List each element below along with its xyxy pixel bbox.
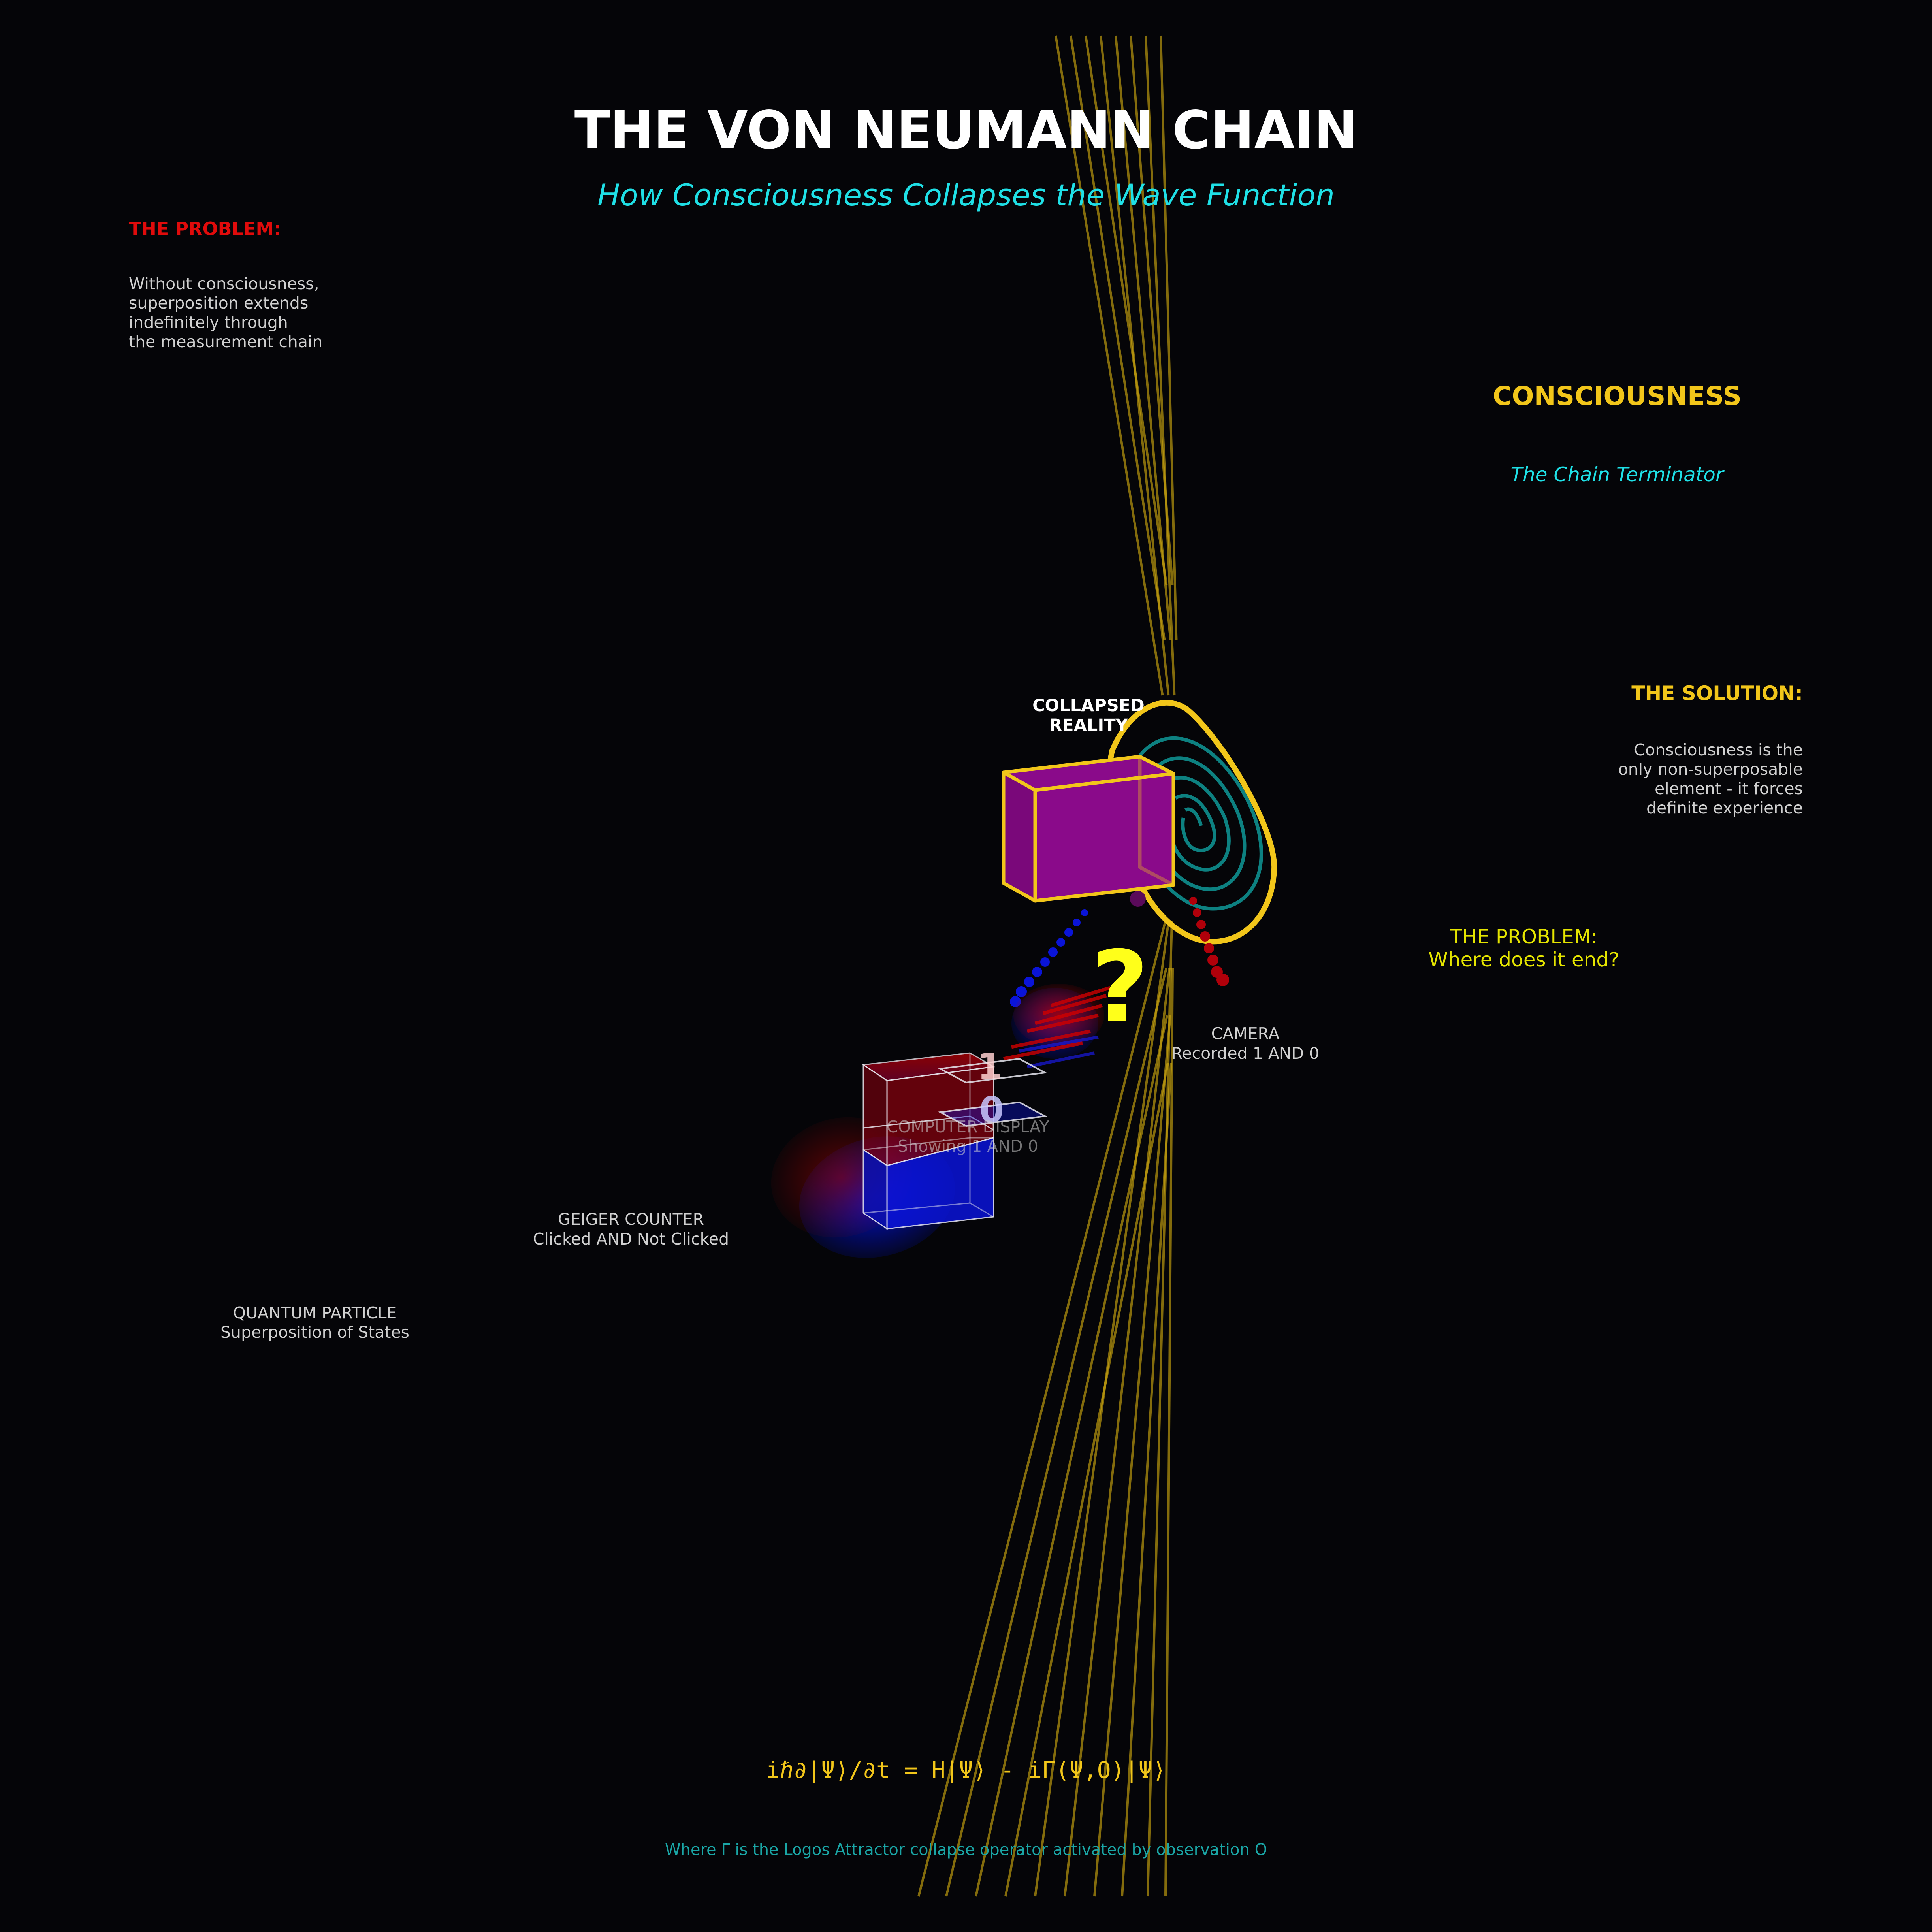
computer-display-line: COMPUTER DISPLAY [887, 1117, 1050, 1136]
geiger-line: GEIGER COUNTER [558, 1210, 704, 1229]
light-ray [1115, 35, 1172, 640]
light-ray [1164, 968, 1174, 1897]
solution-line: only non-superposable [1618, 760, 1803, 779]
solution-line: element - it forces [1655, 779, 1803, 798]
light-ray [1070, 35, 1166, 640]
light-ray [1004, 1062, 1169, 1897]
camera-line: CAMERA [1211, 1024, 1280, 1043]
problem-right-line: THE PROBLEM: [1450, 925, 1598, 948]
solution-line: Consciousness is the [1634, 740, 1803, 759]
geiger-label: GEIGER COUNTER Clicked AND Not Clicked [533, 1210, 729, 1248]
camera-line: Recorded 1 AND 0 [1171, 1044, 1319, 1063]
light-ray [1064, 968, 1171, 1897]
light-ray [917, 920, 1167, 1897]
solution-line: definite experience [1646, 798, 1803, 817]
problem-left-heading: THE PROBLEM: [129, 218, 281, 239]
light-rays [917, 35, 1178, 1897]
computer-display-line: Showing 1 AND 0 [898, 1137, 1038, 1156]
particle-label: QUANTUM PARTICLE Superposition of States [220, 1303, 409, 1342]
equation: iℏ∂|Ψ⟩/∂t = H|Ψ⟩ - iΓ(Ψ,O)|Ψ⟩ [766, 1757, 1166, 1783]
geiger-line: Clicked AND Not Clicked [533, 1230, 729, 1248]
collapsed-reality-line: REALITY [1049, 716, 1128, 735]
computer-display-box [861, 1052, 1048, 1230]
light-ray [1145, 35, 1176, 696]
light-ray [945, 968, 1167, 1897]
light-ray [1100, 35, 1170, 696]
consciousness-sublabel: The Chain Terminator [1511, 463, 1725, 486]
light-ray [1034, 920, 1170, 1897]
display-digit-zero: 0 [979, 1089, 1004, 1131]
computer-display-label: COMPUTER DISPLAY Showing 1 AND 0 [887, 1117, 1050, 1156]
light-ray [1147, 920, 1173, 1897]
problem-right-text: THE PROBLEM: Where does it end? [1428, 925, 1619, 971]
problem-left-line: the measurement chain [129, 332, 322, 351]
problem-left-line: Without consciousness, [129, 274, 319, 293]
collapsed-reality-label: COLLAPSED REALITY [1032, 696, 1145, 735]
camera-label: CAMERA Recorded 1 AND 0 [1171, 1024, 1319, 1063]
purple-particle [1130, 891, 1146, 907]
consciousness-label: CONSCIOUSNESS [1493, 381, 1742, 411]
solution-text: Consciousness is the only non-superposab… [1618, 740, 1803, 817]
solution-heading: THE SOLUTION: [1631, 682, 1803, 705]
particle-line: QUANTUM PARTICLE [233, 1303, 397, 1322]
collapsed-reality-box [1002, 755, 1175, 903]
light-ray [1121, 1062, 1172, 1897]
particle-line: Superposition of States [220, 1323, 409, 1342]
problem-left-text: Without consciousness, superposition ext… [129, 274, 322, 351]
light-ray [1093, 1015, 1171, 1897]
red-particle-trail [1189, 897, 1229, 986]
light-ray [1055, 35, 1164, 696]
page-title: THE VON NEUMANN CHAIN [574, 100, 1358, 161]
footnote: Where Γ is the Logos Attractor collapse … [665, 1841, 1267, 1859]
light-ray [1160, 35, 1178, 640]
camera-superposition [1003, 984, 1111, 1068]
question-mark: ? [1091, 930, 1149, 1045]
page-subtitle: How Consciousness Collapses the Wave Fun… [597, 177, 1335, 213]
problem-right-line: Where does it end? [1428, 948, 1619, 971]
light-ray [1085, 35, 1168, 585]
collapsed-reality-line: COLLAPSED [1032, 696, 1145, 716]
problem-left-line: indefinitely through [129, 313, 288, 332]
problem-left-line: superposition extends [129, 294, 308, 313]
blue-particle-trail [1010, 909, 1088, 1007]
display-digit-one: 1 [977, 1046, 1002, 1087]
